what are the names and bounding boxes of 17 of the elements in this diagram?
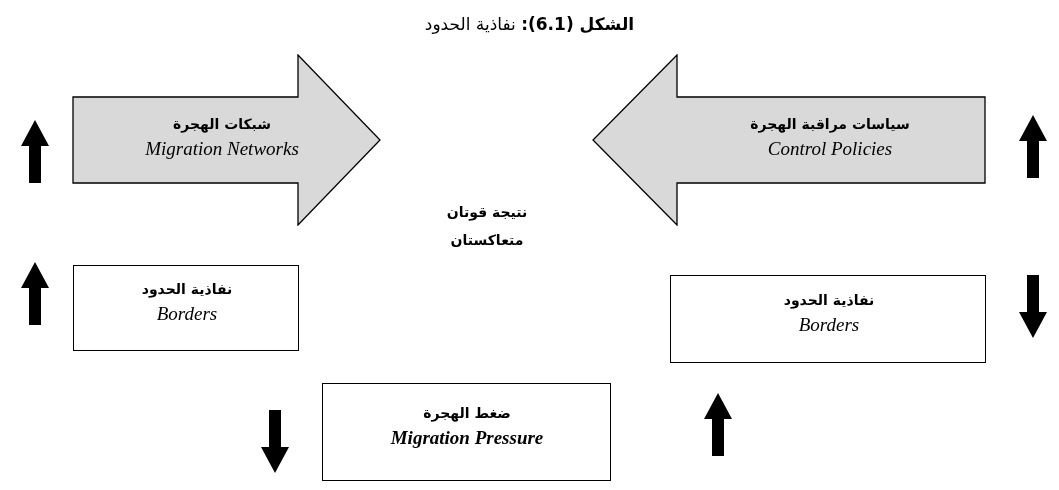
english-label: Migration Pressure	[390, 427, 544, 449]
english-label: Borders	[156, 303, 218, 325]
arabic-heading: نفاذية الحدود	[783, 292, 875, 308]
arabic-heading: ضغط الهجرة	[423, 405, 511, 421]
block-arrow	[592, 54, 987, 226]
block-arrow	[72, 54, 382, 226]
english-label: Migration Networks	[145, 138, 299, 160]
center-note: نتيجة قوتان متعاكستان	[445, 203, 529, 250]
text-box	[322, 383, 611, 481]
arabic-heading: سياسات مراقبة الهجرة	[750, 116, 910, 132]
arabic-heading: نفاذية الحدود	[141, 281, 233, 297]
arabic-heading: شبكات الهجرة	[172, 116, 272, 132]
text-box	[73, 265, 299, 351]
figure-title: الشكل (6.1): نفاذية الحدود	[423, 14, 636, 34]
english-label: Borders	[798, 314, 860, 336]
text-box	[670, 275, 986, 363]
english-label: Control Policies	[767, 138, 893, 160]
